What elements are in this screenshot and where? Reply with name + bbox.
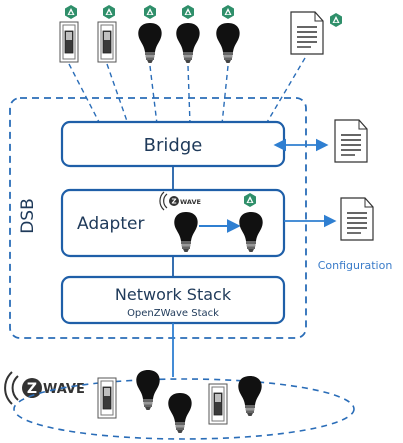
- adapter-label: Adapter: [77, 214, 144, 234]
- light-switch-icon: [97, 377, 117, 419]
- dsb-container: [9, 97, 307, 339]
- zwave-logo-icon: Z WAVE: [159, 191, 201, 211]
- light-bulb-icon: [138, 23, 162, 63]
- zwave-logo-text: WAVE: [180, 198, 201, 206]
- configuration-label: Configuration: [318, 259, 393, 272]
- light-bulb-icon: [238, 376, 262, 416]
- document-icon: [290, 11, 324, 55]
- light-switch-icon: [97, 21, 117, 63]
- device-connectors: [68, 57, 306, 125]
- network-stack-label: Network Stack: [115, 285, 232, 304]
- light-bulb-icon: [136, 370, 160, 410]
- allseen-badge-icon: [330, 13, 342, 27]
- document-icon: [334, 119, 368, 163]
- light-bulb-icon: [216, 23, 240, 63]
- top-devices: [59, 5, 342, 63]
- zwave-network-ellipse: [13, 378, 355, 440]
- zwave-logo-letter: Z: [171, 198, 176, 206]
- bridge-label: Bridge: [144, 135, 203, 156]
- allseen-badge-icon: [182, 5, 194, 19]
- network-stack-sublabel: OpenZWave Stack: [127, 308, 219, 319]
- configuration-document-icon: [340, 197, 374, 241]
- light-bulb-icon: [176, 23, 200, 63]
- light-switch-icon: [208, 383, 228, 425]
- light-bulb-icon: [168, 393, 192, 433]
- zwave-network-devices: [97, 370, 262, 433]
- light-switch-icon: [59, 21, 79, 63]
- dsb-label: DSB: [18, 198, 38, 234]
- zwave-network-logo-icon: Z WAVE: [4, 371, 85, 405]
- zwave-network-logo-text: WAVE: [43, 382, 85, 397]
- allseen-badge-icon: [144, 5, 156, 19]
- allseen-badge-icon: [65, 5, 77, 19]
- allseen-badge-icon: [103, 5, 115, 19]
- allseen-badge-icon: [222, 5, 234, 19]
- zwave-network-logo-letter: Z: [27, 381, 37, 397]
